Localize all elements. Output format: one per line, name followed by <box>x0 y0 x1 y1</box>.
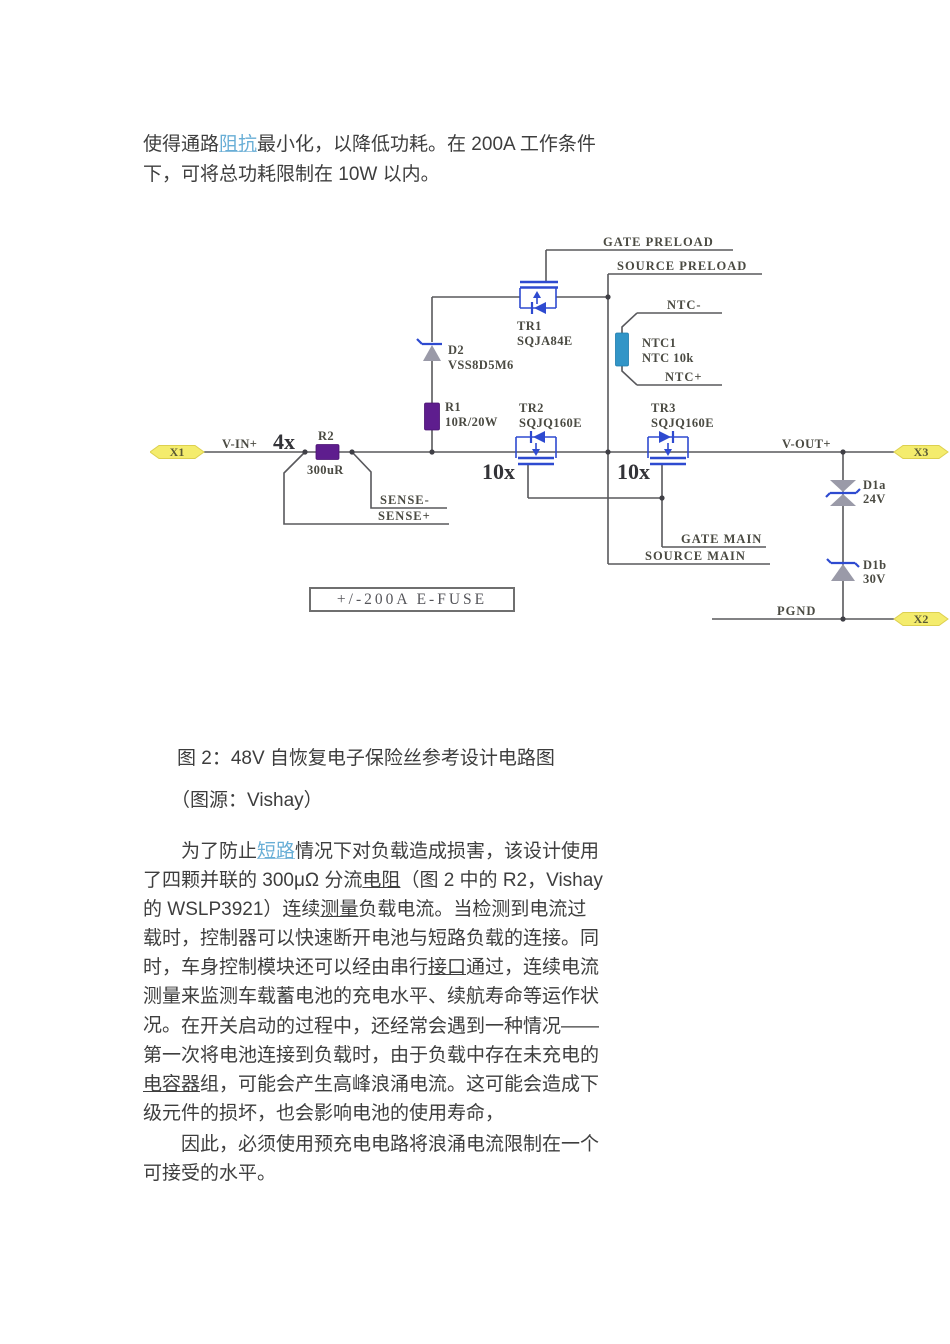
multiplier-r2: 4x <box>273 429 295 454</box>
label-d1a-value: 24V <box>863 492 886 506</box>
label-r1-value: 10R/20W <box>445 415 498 429</box>
inline-link[interactable]: 短路 <box>257 841 296 862</box>
text-segment: 最小化，以降低功耗。在 200A 工作条件下，可将总功耗限制在 10W 以内。 <box>143 134 596 185</box>
signal-sense-plus: SENSE+ <box>378 509 431 523</box>
terminal-x3-label: X3 <box>914 445 929 459</box>
text-segment: 为了防止 <box>181 841 258 862</box>
diode-d2 <box>416 338 442 361</box>
underlined-term: 测量 <box>320 899 359 920</box>
label-tr1-ref: TR1 <box>517 319 542 333</box>
junction-dots <box>302 294 846 622</box>
body-paragraph-3: 因此，必须使用预充电电路将浪涌电流限制在一个可接受的水平。 <box>143 1130 605 1188</box>
label-ntc1-ref: NTC1 <box>642 336 676 350</box>
signal-sense-minus: SENSE- <box>380 493 430 507</box>
diode-d1b <box>826 558 860 581</box>
signal-ntc-plus: NTC+ <box>665 370 703 384</box>
signal-v-in: V-IN+ <box>222 437 257 451</box>
terminal-x1: X1 <box>150 445 205 459</box>
text-segment: （图 2 中的 R2，Vishay 的 WSLP3921）连续 <box>143 870 603 920</box>
body-paragraph-1: 为了防止短路情况下对负载造成损害，该设计使用了四颗并联的 300μΩ 分流电阻（… <box>143 837 605 1040</box>
body-paragraph-2: 在开关启动的过程中，还经常会遇到一种情况——第一次将电池连接到负载时，由于负载中… <box>143 1012 605 1128</box>
label-d1b-ref: D1b <box>863 558 886 572</box>
underlined-term: 电容器 <box>143 1074 201 1095</box>
text-segment: 情况下对负载造成损害，该设计使用了四颗并联的 300μΩ 分流 <box>143 841 600 891</box>
label-tr3-part: SQJQ160E <box>651 416 714 430</box>
label-tr3-ref: TR3 <box>651 401 676 415</box>
multiplier-tr2: 10x <box>482 459 515 484</box>
label-r2-ref: R2 <box>318 429 334 443</box>
intro-paragraph: 使得通路阻抗最小化，以降低功耗。在 200A 工作条件下，可将总功耗限制在 10… <box>143 130 605 190</box>
terminal-x3: X3 <box>893 445 949 459</box>
fuse-rating-label: +/-200A E-FUSE <box>337 591 487 608</box>
underlined-term: 接口 <box>428 957 467 978</box>
signal-ntc-minus: NTC- <box>667 298 702 312</box>
schematic-wires <box>204 249 894 620</box>
mosfet-tr3 <box>647 431 689 466</box>
signal-source-preload: SOURCE PRELOAD <box>617 259 747 273</box>
underlined-term: 电阻 <box>362 870 401 891</box>
resistor-r2 <box>315 444 340 460</box>
label-r1-ref: R1 <box>445 400 461 414</box>
thermistor-ntc1 <box>615 332 629 367</box>
label-d1a-ref: D1a <box>863 478 886 492</box>
mosfet-tr2 <box>515 431 557 466</box>
circuit-schematic: X1 X3 X2 +/-200A E-FUSE GATE PRELOAD SOU… <box>150 235 949 626</box>
label-tr1-part: SQJA84E <box>517 334 573 348</box>
text-segment: 使得通路 <box>143 134 220 155</box>
text-segment: 负载电流。当检测到电流过载时，控制器可以快速断开电池与短路负载的连接。同时，车身… <box>143 899 600 978</box>
label-d1b-value: 30V <box>863 572 886 586</box>
signal-pgnd: PGND <box>777 604 816 618</box>
signal-v-out: V-OUT+ <box>782 437 831 451</box>
resistor-r1 <box>424 402 440 431</box>
label-r2-value: 300uR <box>307 463 344 477</box>
label-d2-ref: D2 <box>448 343 464 357</box>
label-ntc1-value: NTC 10k <box>642 351 694 365</box>
figure-caption: 图 2：48V 自恢复电子保险丝参考设计电路图 <box>177 748 555 769</box>
fuse-rating-box: +/-200A E-FUSE <box>309 587 515 612</box>
mosfet-tr1 <box>519 280 558 314</box>
text-segment: 因此，必须使用预充电电路将浪涌电流限制在一个可接受的水平。 <box>143 1134 600 1184</box>
label-tr2-part: SQJQ160E <box>519 416 582 430</box>
terminal-x2: X2 <box>893 612 949 626</box>
multiplier-tr3: 10x <box>617 459 650 484</box>
signal-gate-preload: GATE PRELOAD <box>603 235 714 249</box>
signal-gate-main: GATE MAIN <box>681 532 762 546</box>
label-tr2-ref: TR2 <box>519 401 544 415</box>
figure-credit: （图源：Vishay） <box>171 790 323 811</box>
diode-d1a <box>825 480 861 506</box>
terminal-x2-label: X2 <box>914 612 929 626</box>
inline-link[interactable]: 阻抗 <box>219 134 258 155</box>
text-segment: 在开关启动的过程中，还经常会遇到一种情况——第一次将电池连接到负载时，由于负载中… <box>143 1016 600 1066</box>
text-segment: 组，可能会产生高峰浪涌电流。这可能会造成下级元件的损坏，也会影响电池的使用寿命， <box>143 1074 600 1124</box>
text-segment: 通过，连续电流测量来监测车载蓄电池的充电水平、续航寿命等运作状况。 <box>143 957 600 1036</box>
signal-source-main: SOURCE MAIN <box>645 549 746 563</box>
label-d2-part: VSS8D5M6 <box>448 358 514 372</box>
terminal-x1-label: X1 <box>170 445 185 459</box>
